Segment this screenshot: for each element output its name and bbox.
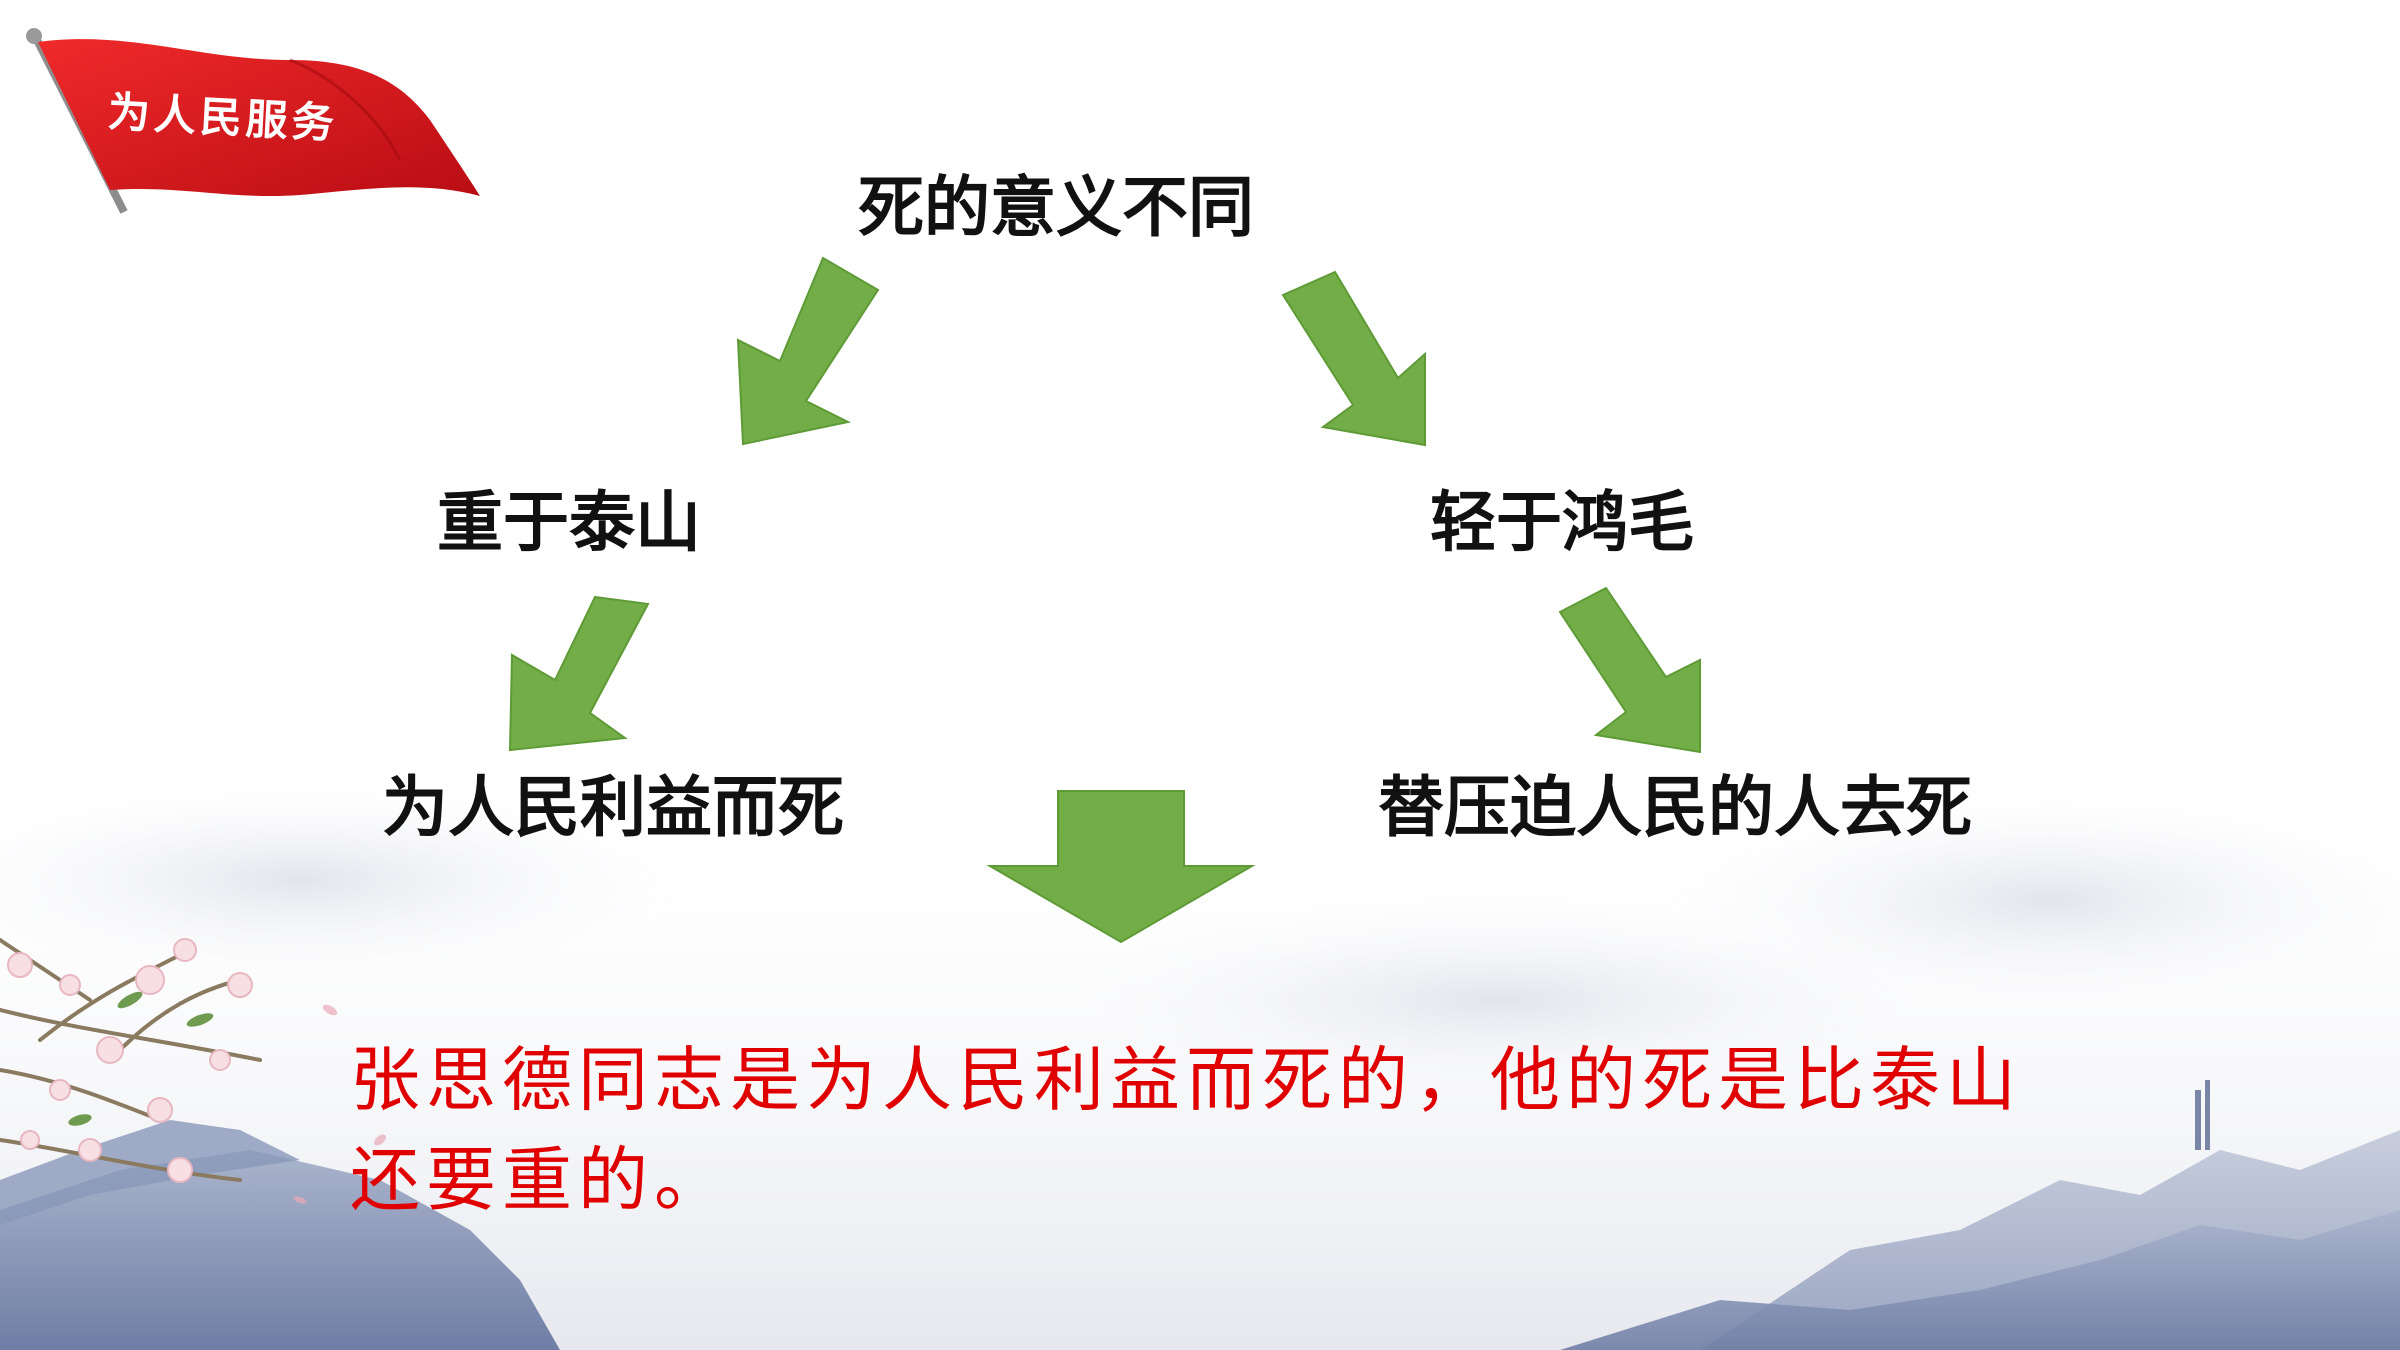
- conclusion-text: 张思德同志是为人民利益而死的，他的死是比泰山还要重的。: [350, 1039, 2022, 1221]
- arrow-left-down: [508, 595, 650, 752]
- arrow-right-down: [1558, 586, 1701, 754]
- left-node: 重于泰山: [437, 484, 701, 561]
- arrow-top-right: [1281, 270, 1426, 447]
- arrow-top-left: [736, 256, 880, 446]
- flag-icon: [26, 28, 480, 214]
- down-arrow-icon: [986, 790, 1256, 944]
- right-node: 轻于鸿毛: [1430, 484, 1694, 561]
- left-meaning: 为人民利益而死: [382, 769, 844, 846]
- right-meaning: 替压迫人民的人去死: [1378, 769, 1972, 846]
- top-node: 死的意义不同: [858, 169, 1254, 246]
